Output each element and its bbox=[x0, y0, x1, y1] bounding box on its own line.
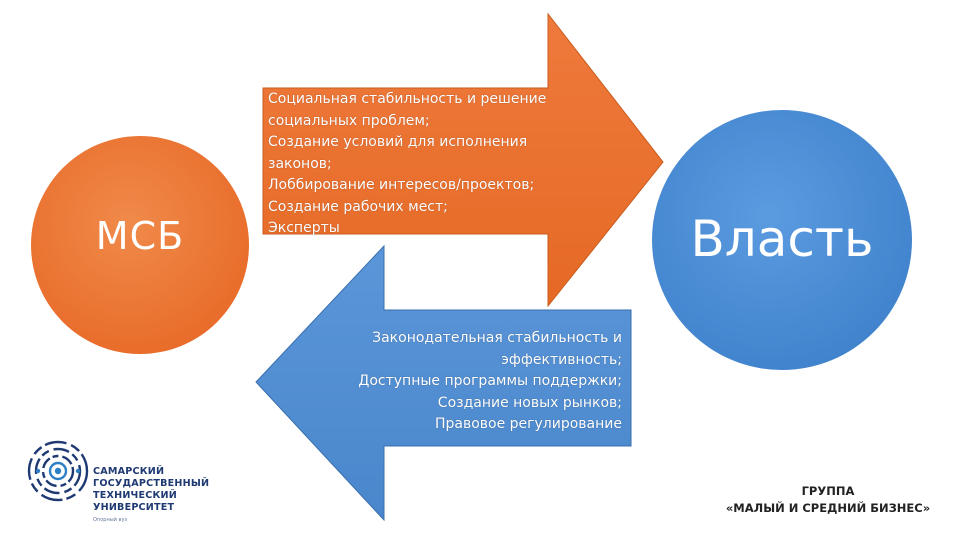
blue-arrow-line: Правовое регулирование bbox=[434, 416, 622, 432]
university-name-line: ГОСУДАРСТВЕННЫЙ bbox=[93, 478, 210, 489]
orange-arrow-line: Создание условий для исполнения bbox=[268, 134, 528, 150]
blue-arrow-line: Создание новых рынков; bbox=[437, 394, 622, 411]
orange-arrow-line: законов; bbox=[268, 155, 332, 172]
orange-arrow-line: Создание рабочих мест; bbox=[268, 198, 448, 215]
group-label-line2: «МАЛЫЙ И СРЕДНИЙ БИЗНЕС» bbox=[725, 501, 931, 515]
university-name-line: УНИВЕРСИТЕТ bbox=[93, 502, 175, 513]
university-subtitle: Опорный вуз bbox=[93, 517, 128, 523]
blue-arrow-text: Законодательная стабильность и эффективн… bbox=[320, 328, 622, 436]
orange-arrow-line: Социальная стабильность и решение bbox=[268, 91, 547, 107]
orange-arrow bbox=[262, 12, 664, 308]
msb-circle bbox=[31, 136, 249, 354]
blue-arrow-line: Законодательная стабильность и bbox=[372, 330, 622, 346]
orange-arrow-line: социальных проблем; bbox=[268, 112, 430, 129]
university-name-line: САМАРСКИЙ bbox=[93, 466, 165, 477]
vlast-label: Власть bbox=[690, 210, 874, 268]
vlast-circle bbox=[652, 110, 912, 370]
msb-label: МСБ bbox=[95, 214, 185, 258]
group-label-line1: ГРУППА bbox=[801, 484, 855, 498]
blue-arrow-line: эффективность; bbox=[501, 351, 622, 368]
group-label: ГРУППА «МАЛЫЙ И СРЕДНИЙ БИЗНЕС» bbox=[700, 483, 956, 517]
orange-arrow-line: Лоббирование интересов/проектов; bbox=[268, 177, 535, 193]
university-name-line: ТЕХНИЧЕСКИЙ bbox=[93, 490, 177, 501]
orange-arrow-line: Эксперты bbox=[268, 220, 340, 236]
blue-arrow bbox=[255, 244, 632, 522]
university-name: САМАРСКИЙ ГОСУДАРСТВЕННЫЙ ТЕХНИЧЕСКИЙ УН… bbox=[93, 466, 209, 514]
orange-arrow-text: Социальная стабильность и решение социал… bbox=[268, 89, 568, 240]
blue-arrow-line: Доступные программы поддержки; bbox=[358, 373, 622, 389]
university-logo-icon bbox=[27, 440, 89, 502]
